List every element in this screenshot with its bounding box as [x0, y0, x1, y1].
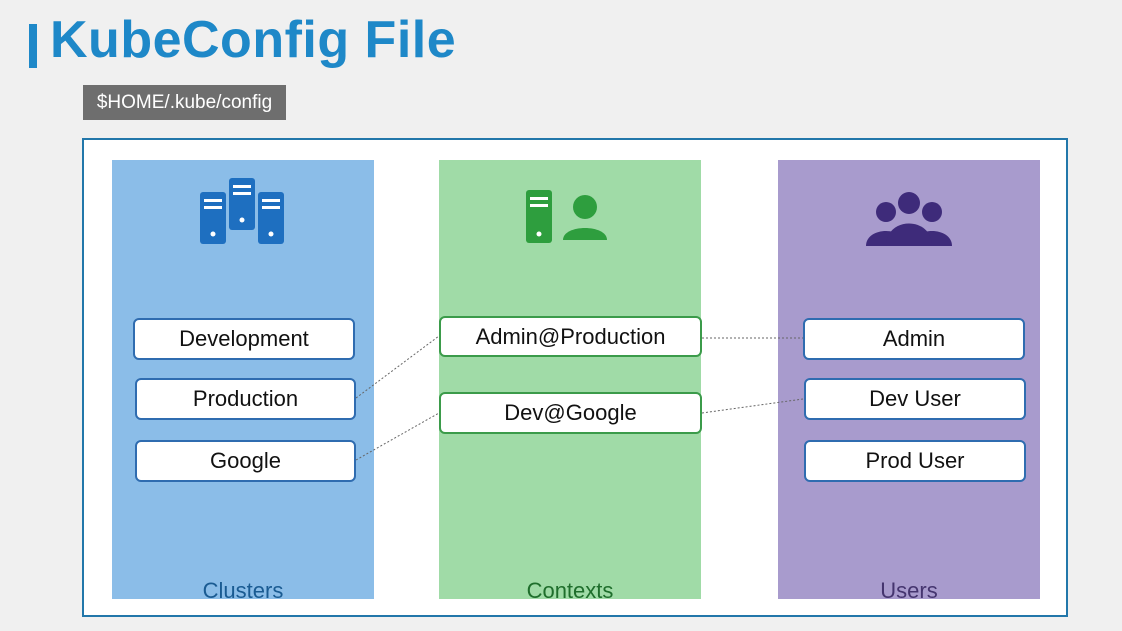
cluster-google: Google	[135, 440, 356, 482]
context-dev-google: Dev@Google	[439, 392, 702, 434]
user-prod-user: Prod User	[804, 440, 1026, 482]
cluster-development: Development	[133, 318, 355, 360]
user-dev-user: Dev User	[804, 378, 1026, 420]
user-group-icon	[866, 192, 952, 246]
config-path-badge: $HOME/.kube/config	[83, 85, 286, 120]
cluster-production: Production	[135, 378, 356, 420]
clusters-label: Clusters	[202, 578, 284, 603]
page-title: KubeConfig File	[50, 11, 457, 69]
users-label: Users	[880, 578, 938, 603]
title-accent-bar	[29, 24, 37, 68]
server-user-icon	[526, 190, 607, 243]
context-admin-production: Admin@Production	[439, 316, 702, 357]
server-cluster-icon	[200, 178, 284, 244]
user-admin: Admin	[803, 318, 1025, 360]
contexts-label: Contexts	[526, 578, 614, 603]
